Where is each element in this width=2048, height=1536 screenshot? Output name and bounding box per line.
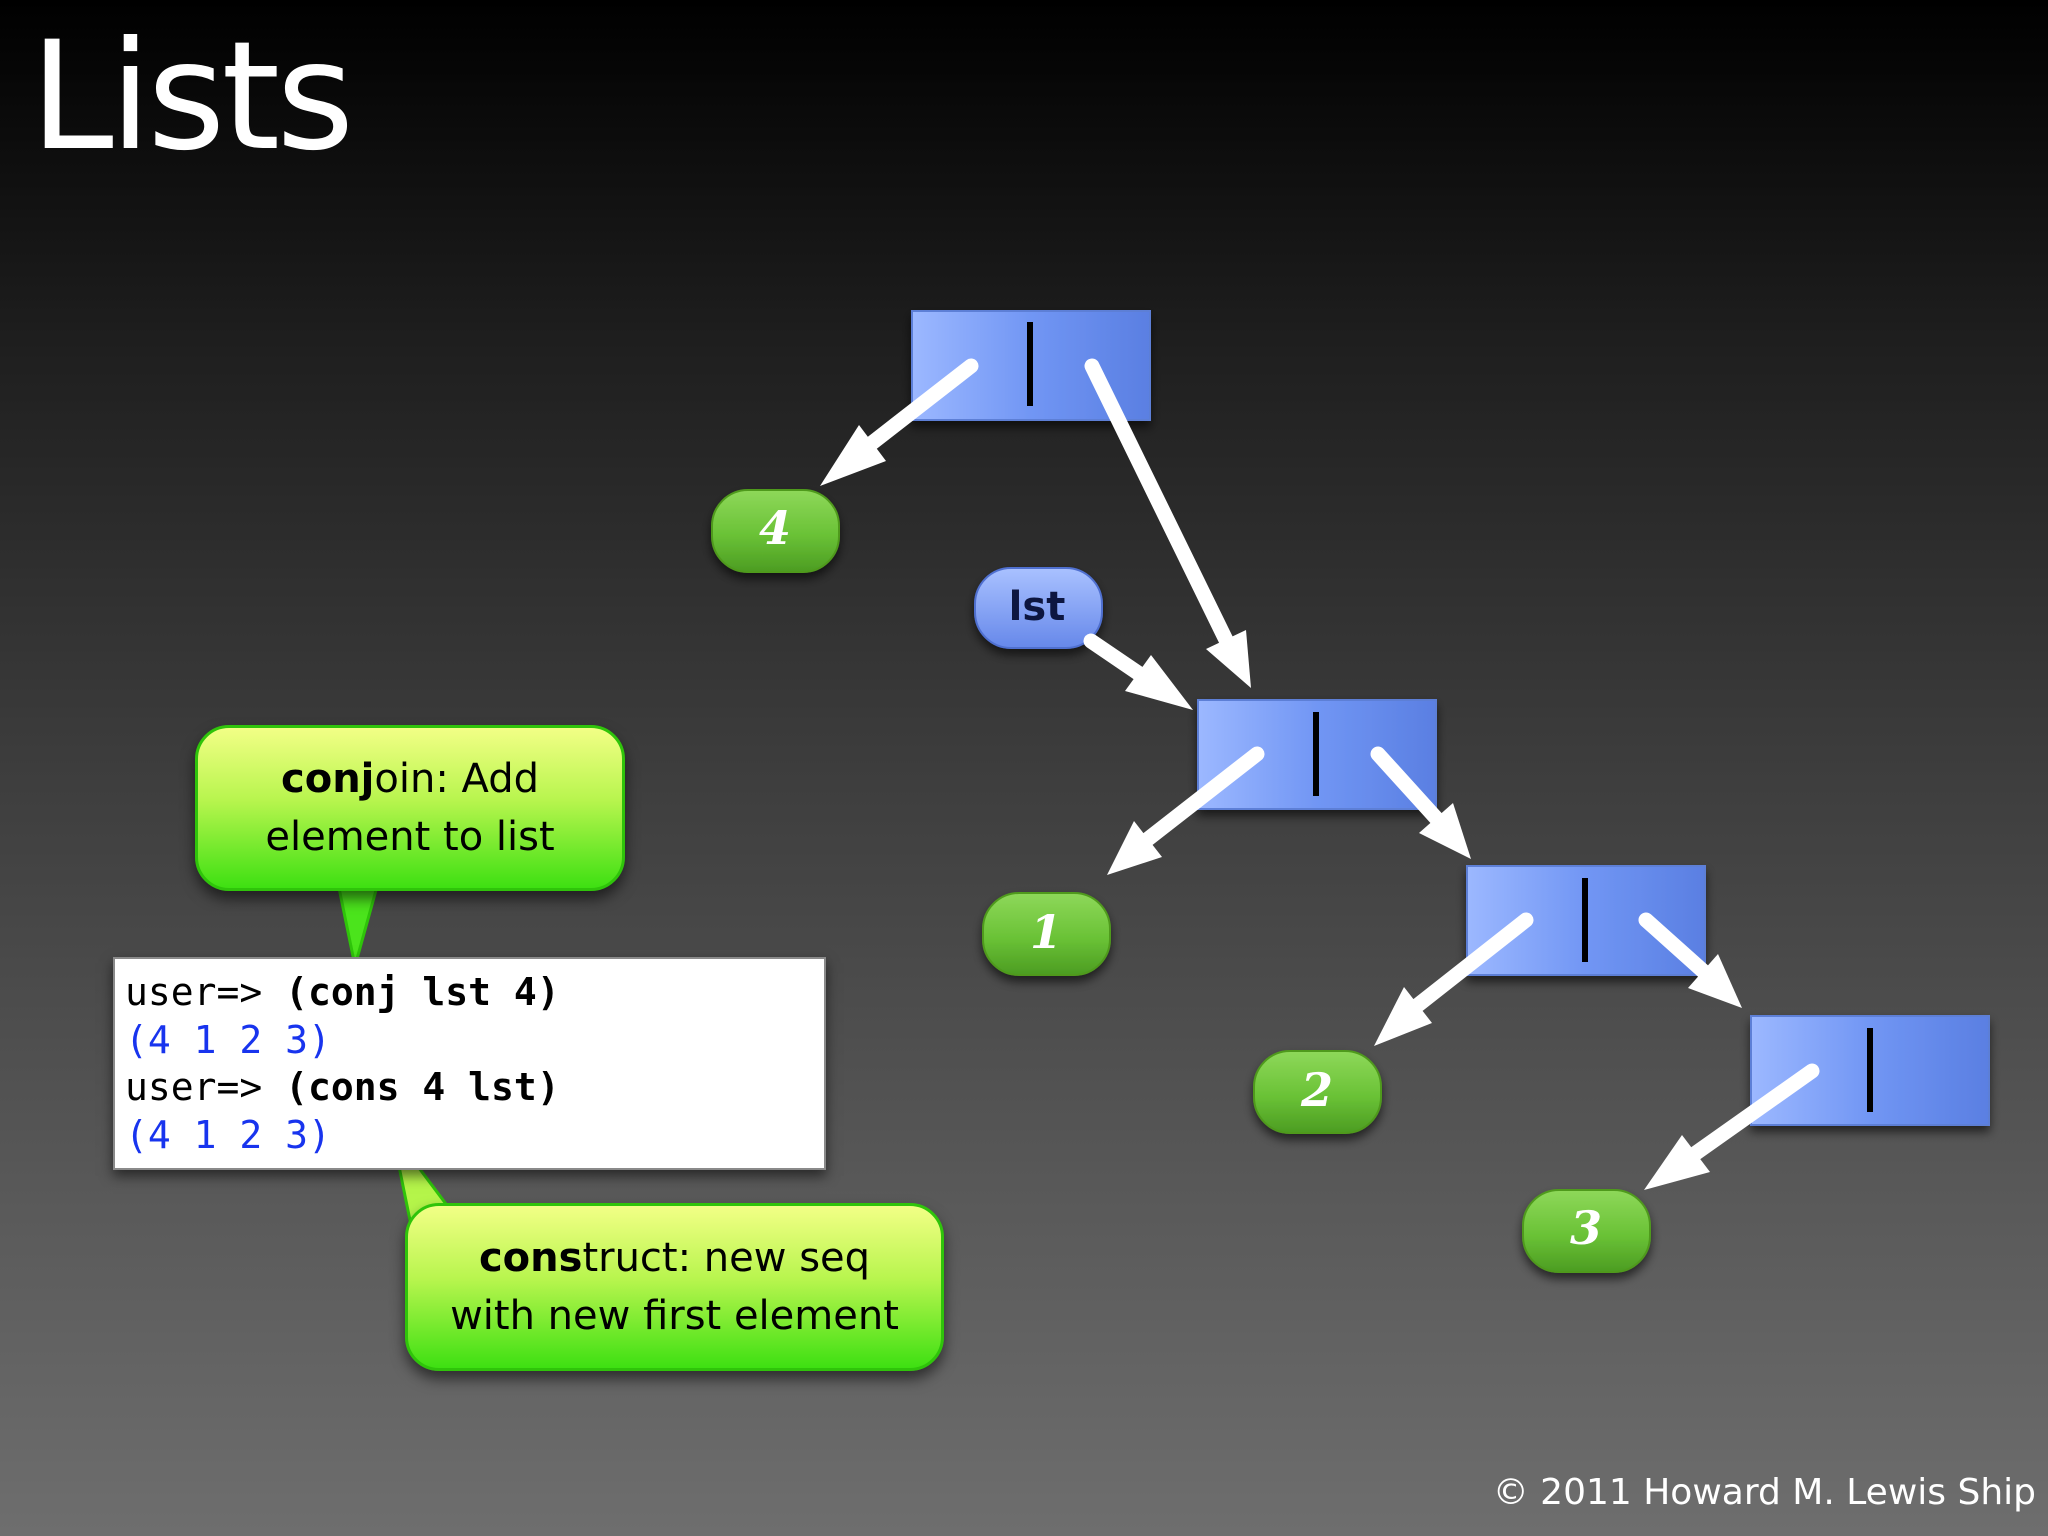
cons-cell-2 — [1466, 865, 1706, 976]
lst-node: lst — [974, 567, 1103, 649]
value-node-3: 3 — [1522, 1189, 1651, 1273]
repl-prompt: user=> — [125, 970, 286, 1014]
arrow-cell1-car — [1107, 746, 1265, 875]
callout-conjoin-bold: conj — [281, 756, 375, 802]
repl-output: (4 1 2 3) — [125, 1112, 331, 1157]
arrow-lst — [1083, 633, 1193, 710]
arrow-top-car — [820, 358, 979, 486]
repl-command: (conj lst 4) — [285, 970, 560, 1014]
callout-construct-bold: cons — [478, 1235, 583, 1281]
repl-output: (4 1 2 3) — [125, 1017, 331, 1062]
callout-construct-rest: truct: new seq — [582, 1235, 871, 1281]
arrow-cell1-cdr — [1370, 746, 1471, 859]
arrow-cell3-car — [1644, 1063, 1820, 1190]
value-node-4-label: 4 — [759, 501, 791, 555]
value-node-1: 1 — [982, 892, 1111, 976]
arrow-cell2-car — [1374, 912, 1534, 1046]
lst-node-label: lst — [1009, 584, 1066, 630]
value-node-2: 2 — [1253, 1050, 1382, 1134]
repl-line-2: (4 1 2 3) — [125, 1017, 824, 1065]
arrow-cell2-cdr — [1638, 912, 1742, 1008]
callout-conjoin-rest: oin: Add — [374, 756, 539, 802]
cons-cell-3 — [1750, 1015, 1990, 1126]
callout-construct-line1: construct: new seq — [408, 1229, 941, 1287]
repl-line-3: user=> (cons 4 lst) — [125, 1064, 824, 1112]
callout-construct-line2: with new first element — [450, 1293, 899, 1339]
repl-line-4: (4 1 2 3) — [125, 1112, 824, 1160]
callout-conjoin-line1: conjoin: Add — [198, 750, 622, 808]
arrow-top-cdr — [1084, 358, 1251, 688]
callout-conj-tail — [336, 881, 380, 967]
value-node-1-label: 1 — [1030, 905, 1062, 959]
repl-command: (cons 4 lst) — [285, 1065, 560, 1109]
repl-transcript: user=> (conj lst 4)(4 1 2 3)user=> (cons… — [113, 957, 826, 1170]
callout-conjoin: conjoin: Add element to list — [195, 725, 625, 891]
value-node-3-label: 3 — [1570, 1201, 1602, 1255]
value-node-2-label: 2 — [1300, 1063, 1333, 1117]
callout-conjoin-line2: element to list — [265, 814, 555, 860]
value-node-4: 4 — [711, 489, 840, 573]
copyright-notice: © 2011 Howard M. Lewis Ship — [1492, 1472, 2036, 1513]
cons-cell-1 — [1197, 699, 1437, 810]
repl-prompt: user=> — [125, 1065, 286, 1109]
callout-construct: construct: new seq with new first elemen… — [405, 1203, 944, 1371]
repl-line-1: user=> (conj lst 4) — [125, 969, 824, 1017]
slide-title: Lists — [30, 10, 354, 184]
